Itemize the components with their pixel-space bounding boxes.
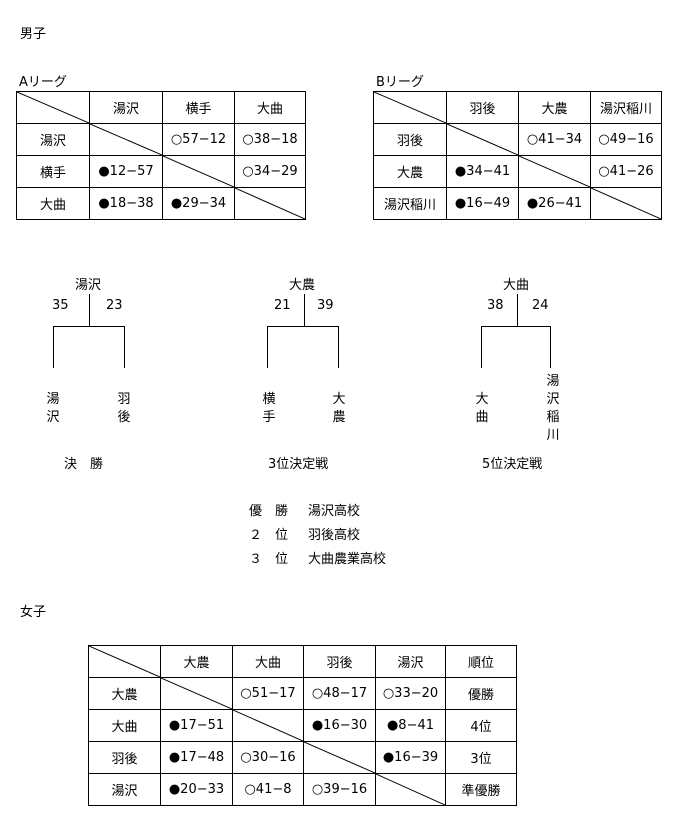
score-cell: ○38−18 xyxy=(234,123,306,156)
score-cell: ●12−57 xyxy=(89,155,163,188)
bracket-left-score: 21 xyxy=(274,298,291,313)
bracket-left-score: 38 xyxy=(487,298,504,313)
score-cell: ○41−26 xyxy=(590,155,662,188)
bracket-left-team: 横手 xyxy=(262,392,276,425)
bracket-winner: 大農 xyxy=(289,278,316,293)
bracket-right-score: 23 xyxy=(106,298,123,313)
standing-rank: ３ 位 xyxy=(249,552,289,567)
self-match-cell xyxy=(446,123,519,156)
self-match-cell xyxy=(518,155,591,188)
bracket-label: 3位決定戦 xyxy=(268,457,329,472)
self-match-cell xyxy=(160,677,233,710)
col-header: 羽後 xyxy=(446,91,519,124)
self-match-cell xyxy=(303,741,376,774)
row-team: 大農 xyxy=(373,155,447,188)
col-header: 大農 xyxy=(160,645,233,678)
league-a-title: Aリーグ xyxy=(19,75,67,90)
row-team: 湯沢稲川 xyxy=(373,187,447,220)
league-b-table: 羽後 大農 湯沢稲川 羽後 ○41−34 ○49−16 大農 ●34−41 ○4… xyxy=(373,91,662,220)
score-cell: ●26−41 xyxy=(518,187,591,220)
rank-cell: 準優勝 xyxy=(445,773,517,806)
score-cell: ●17−51 xyxy=(160,709,233,742)
col-header: 大農 xyxy=(518,91,591,124)
bracket-right-team: 羽後 xyxy=(117,392,131,425)
bracket-lines xyxy=(53,294,125,368)
row-team: 湯沢 xyxy=(16,123,90,156)
col-header: 湯沢稲川 xyxy=(590,91,662,124)
bracket-left-team: 湯沢 xyxy=(46,392,60,425)
bracket-right-team: 湯沢稲川 xyxy=(546,374,560,443)
bracket-right-score: 39 xyxy=(317,298,334,313)
self-match-cell xyxy=(162,155,235,188)
score-cell: ○34−29 xyxy=(234,155,306,188)
score-cell: ○30−16 xyxy=(232,741,304,774)
score-cell: ○57−12 xyxy=(162,123,235,156)
boys-heading: 男子 xyxy=(20,27,47,42)
row-team: 大農 xyxy=(88,677,161,710)
bracket-lines xyxy=(481,294,551,368)
score-cell: ●29−34 xyxy=(162,187,235,220)
bracket-left-team: 大曲 xyxy=(475,392,489,425)
standing-rank: ２ 位 xyxy=(249,528,289,543)
corner-cell xyxy=(16,91,90,124)
score-cell: ○48−17 xyxy=(303,677,376,710)
self-match-cell xyxy=(590,187,662,220)
corner-cell xyxy=(88,645,161,678)
score-cell: ●8−41 xyxy=(375,709,446,742)
bracket-label: 決 勝 xyxy=(64,457,104,472)
row-team: 横手 xyxy=(16,155,90,188)
bracket-lines xyxy=(267,294,339,368)
self-match-cell xyxy=(375,773,446,806)
score-cell: ●17−48 xyxy=(160,741,233,774)
score-cell: ●16−49 xyxy=(446,187,519,220)
bracket-right-team: 大農 xyxy=(332,392,346,425)
score-cell: ●18−38 xyxy=(89,187,163,220)
score-cell: ○49−16 xyxy=(590,123,662,156)
league-b-title: Bリーグ xyxy=(376,75,424,90)
self-match-cell xyxy=(89,123,163,156)
standing-school: 大曲農業高校 xyxy=(308,552,387,567)
bracket-winner: 湯沢 xyxy=(75,278,102,293)
rank-cell: 4位 xyxy=(445,709,517,742)
col-header: 大曲 xyxy=(232,645,304,678)
bracket-right-score: 24 xyxy=(532,298,549,313)
girls-table: 大農 大曲 羽後 湯沢 順位 大農 ○51−17 ○48−17 ○33−20 優… xyxy=(88,645,517,806)
score-cell: ●20−33 xyxy=(160,773,233,806)
score-cell: ○41−8 xyxy=(232,773,304,806)
row-team: 羽後 xyxy=(88,741,161,774)
bracket-left-score: 35 xyxy=(52,298,69,313)
score-cell: ●16−39 xyxy=(375,741,446,774)
standing-school: 羽後高校 xyxy=(308,528,361,543)
row-team: 羽後 xyxy=(373,123,447,156)
score-cell: ○41−34 xyxy=(518,123,591,156)
self-match-cell xyxy=(234,187,306,220)
row-team: 湯沢 xyxy=(88,773,161,806)
score-cell: ○33−20 xyxy=(375,677,446,710)
bracket-label: 5位決定戦 xyxy=(482,457,543,472)
bracket-winner: 大曲 xyxy=(503,278,530,293)
rank-cell: 3位 xyxy=(445,741,517,774)
row-team: 大曲 xyxy=(16,187,90,220)
col-header: 湯沢 xyxy=(89,91,163,124)
standing-rank: 優 勝 xyxy=(249,504,289,519)
rank-cell: 優勝 xyxy=(445,677,517,710)
corner-cell xyxy=(373,91,447,124)
col-header: 大曲 xyxy=(234,91,306,124)
girls-heading: 女子 xyxy=(20,605,47,620)
score-cell: ●34−41 xyxy=(446,155,519,188)
standing-school: 湯沢高校 xyxy=(308,504,361,519)
self-match-cell xyxy=(232,709,304,742)
score-cell: ○51−17 xyxy=(232,677,304,710)
col-header: 横手 xyxy=(162,91,235,124)
row-team: 大曲 xyxy=(88,709,161,742)
league-a-table: 湯沢 横手 大曲 湯沢 ○57−12 ○38−18 横手 ●12−57 ○34−… xyxy=(16,91,306,220)
col-header: 順位 xyxy=(445,645,517,678)
col-header: 湯沢 xyxy=(375,645,446,678)
col-header: 羽後 xyxy=(303,645,376,678)
score-cell: ●16−30 xyxy=(303,709,376,742)
score-cell: ○39−16 xyxy=(303,773,376,806)
